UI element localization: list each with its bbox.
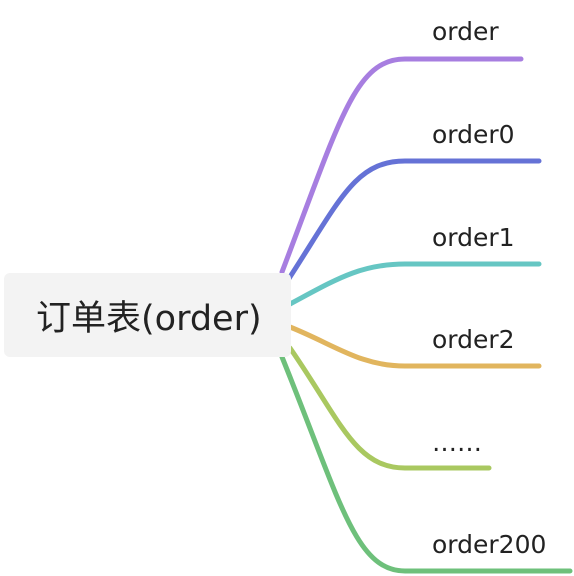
edge-ellipsis — [287, 345, 492, 471]
branch-node-order200[interactable]: order200 — [432, 530, 547, 559]
edge-order1 — [287, 261, 542, 307]
branch-node-order2[interactable]: order2 — [432, 325, 515, 354]
edge-order0 — [285, 158, 542, 283]
root-node[interactable]: 订单表(order) — [4, 273, 291, 357]
edge-order200 — [279, 354, 573, 574]
edge-order2 — [287, 324, 542, 369]
root-node-label: 订单表(order) — [36, 298, 262, 339]
edge-order — [279, 56, 524, 275]
branch-node-order[interactable]: order — [432, 17, 499, 46]
branch-node-ellipsis[interactable]: …… — [432, 428, 482, 457]
branch-node-order1[interactable]: order1 — [432, 223, 515, 252]
branch-node-order0[interactable]: order0 — [432, 120, 515, 149]
